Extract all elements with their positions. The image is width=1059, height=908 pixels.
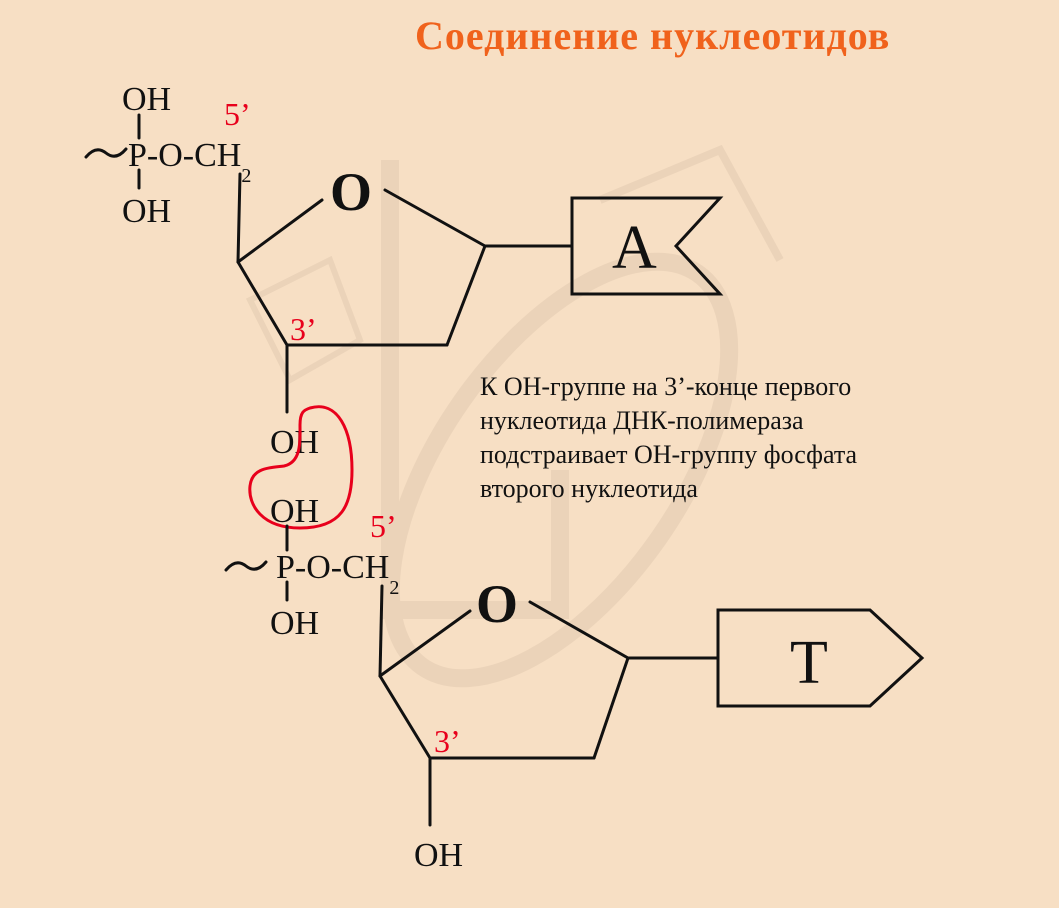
phosphate-2-chain-text: P-O-CH — [276, 549, 389, 586]
phosphate-1-chain: P-O-CH2 — [128, 137, 251, 187]
ring-1-o-c1 — [383, 188, 487, 248]
ch2-to-c4-bond-2 — [378, 584, 384, 678]
ch2-to-c4-bond-1 — [236, 172, 242, 264]
ring-2-c1-c2 — [592, 656, 630, 760]
base-a-flag — [570, 196, 724, 296]
ring-2-c3-c4 — [378, 674, 432, 760]
reaction-highlight-loop — [248, 405, 354, 530]
phosphate-2-chain: P-O-CH2 — [276, 549, 399, 599]
note-line: К ОН-группе на 3’-конце первого — [480, 372, 852, 401]
base-t-label: T — [790, 629, 828, 697]
nucleotide-1-bonds — [84, 113, 724, 414]
phosphate-2-oh-top: OH — [270, 493, 319, 530]
note-line: второго нуклеотида — [480, 474, 698, 503]
hydroxyl-3-label-2: OH — [414, 837, 463, 874]
position-3-label-2: 3’ — [434, 723, 461, 759]
phosphate-1-chain-text: P-O-CH — [128, 137, 241, 174]
phosphate-1-oh-bottom: OH — [122, 193, 171, 230]
ring-2-oxygen: O — [476, 574, 518, 634]
ring-1-c4-o — [236, 198, 324, 264]
position-3-label-1: 3’ — [290, 311, 317, 347]
tilde-link-1 — [84, 147, 128, 159]
hydroxyl-3-label-1: OH — [270, 424, 319, 461]
ring-1-oxygen: O — [330, 162, 372, 222]
ring-2-o-c1 — [528, 600, 630, 660]
slide-title: Соединение нуклеотидов — [415, 13, 891, 58]
position-5-label-2: 5’ — [370, 508, 397, 544]
ring-1-c3-c4 — [236, 260, 289, 347]
ch2-2-subscript: 2 — [389, 577, 399, 599]
nucleotide-1: OH P-O-CH2 OH 5’ O 3’ OH A — [84, 81, 724, 461]
watermark — [245, 144, 784, 688]
base-a-label: A — [612, 214, 657, 282]
phosphate-1-oh-top: OH — [122, 81, 171, 118]
note-line: подстраивает ОН-группу фосфата — [480, 440, 858, 469]
explanation-note: К ОН-группе на 3’-конце первого нуклеоти… — [480, 370, 980, 506]
ring-1-c1-c2 — [445, 244, 487, 347]
base-t-arrow — [716, 608, 925, 708]
note-line: нуклеотида ДНК-полимераза — [480, 406, 804, 435]
ring-2-c4-o — [378, 609, 472, 678]
ch2-1-subscript: 2 — [241, 165, 251, 187]
nucleotide-2-bonds — [224, 524, 925, 827]
phosphate-2-oh-bottom: OH — [270, 605, 319, 642]
position-5-label-1: 5’ — [224, 96, 251, 132]
nucleotide-2: OH P-O-CH2 OH 5’ O 3’ OH T — [224, 493, 925, 874]
tilde-link-2 — [224, 560, 268, 572]
